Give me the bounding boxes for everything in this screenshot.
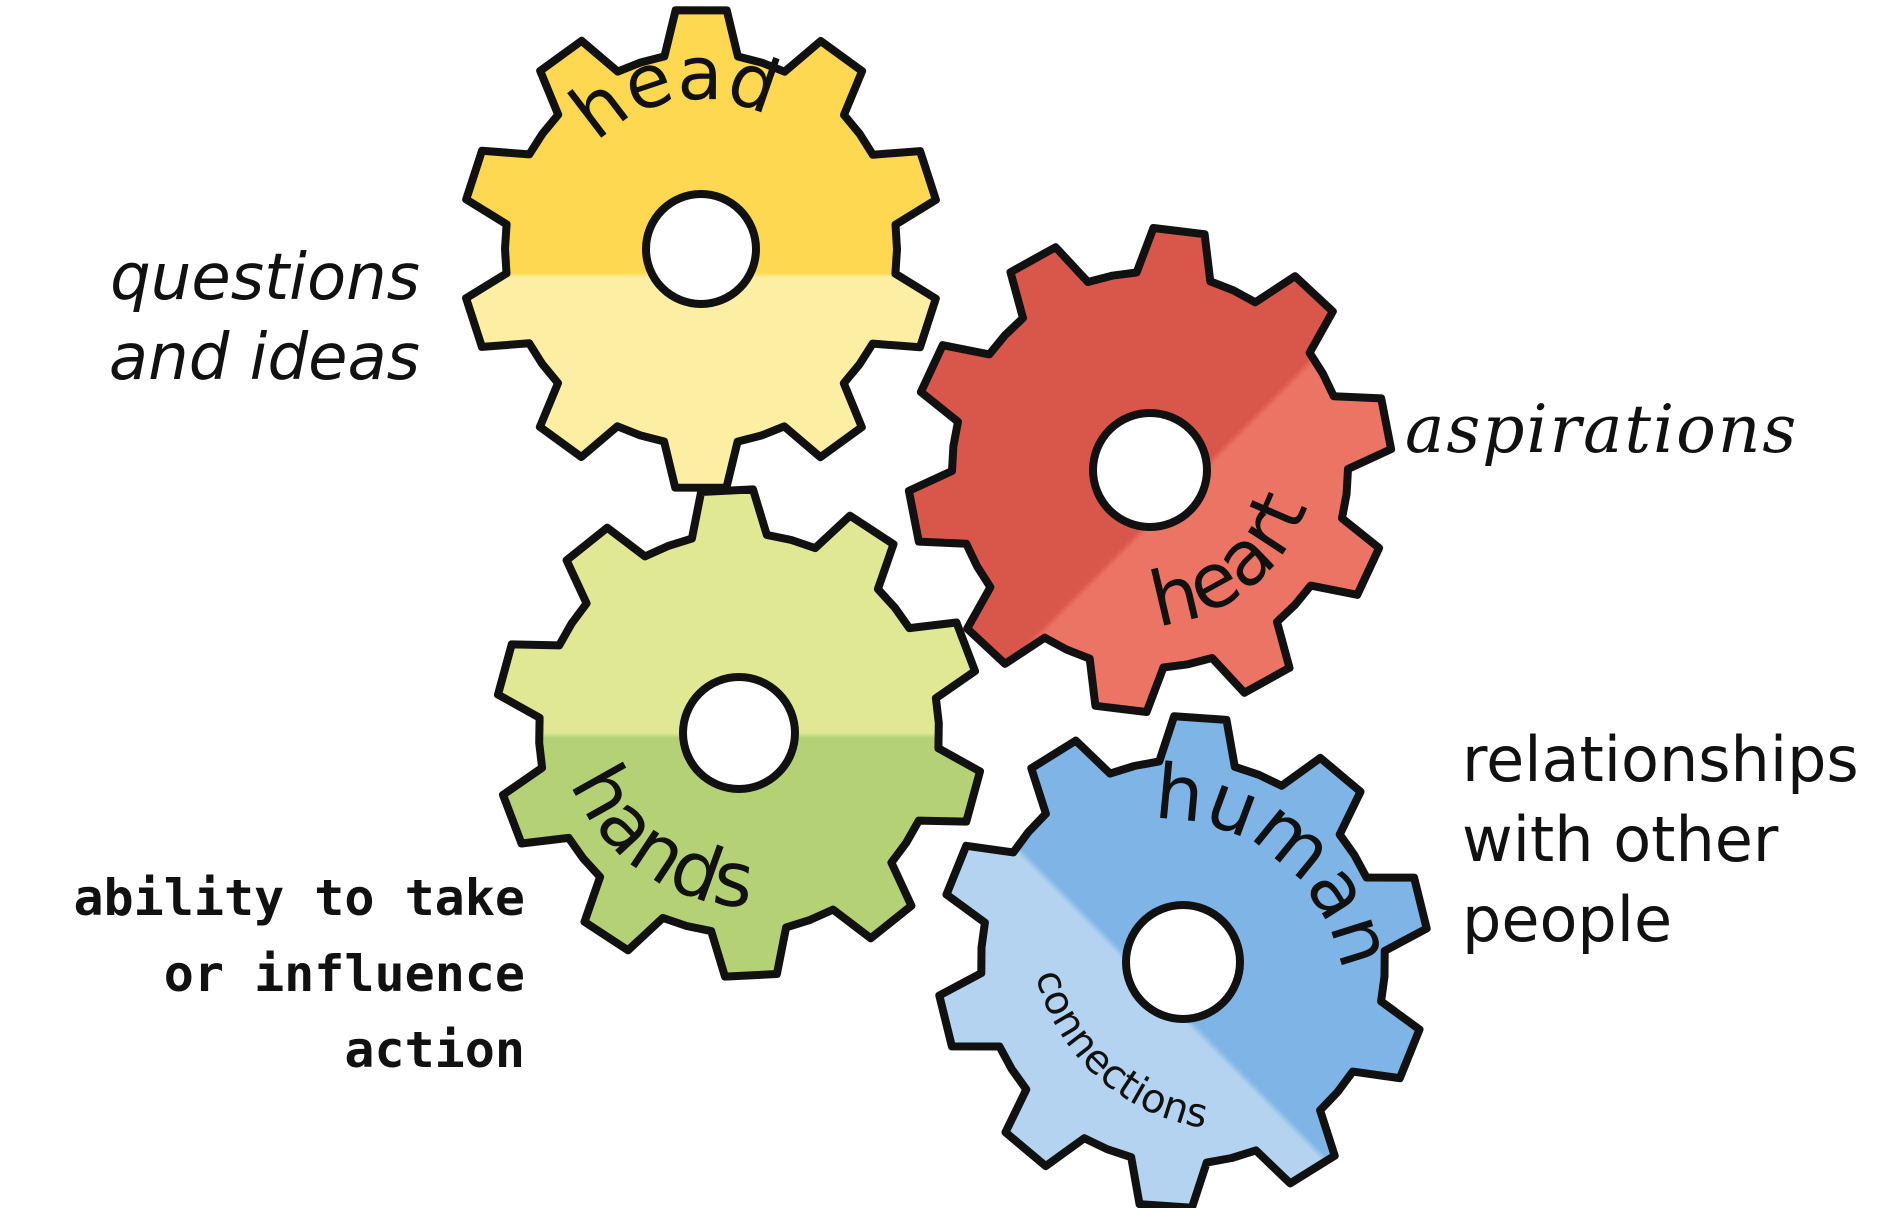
caption-human-line-1: relationships xyxy=(1462,723,1859,796)
gear-head-hole xyxy=(642,190,760,308)
caption-hands-line-3: action xyxy=(344,1021,525,1079)
gear-human: human connections xyxy=(935,712,1431,1212)
gear-hands-hole xyxy=(679,673,799,793)
gear-human-hole xyxy=(1122,901,1244,1023)
gear-heart-hole xyxy=(1089,409,1211,531)
caption-hands: ability to take or influence action xyxy=(40,860,525,1088)
gear-hands: hands xyxy=(494,485,984,981)
caption-human: relationships with other people xyxy=(1462,720,1892,960)
gear-heart: heart xyxy=(904,224,1396,716)
caption-hands-line-2: or influence xyxy=(163,945,525,1003)
gear-head: head xyxy=(462,6,940,492)
caption-heart-line-1: aspirations xyxy=(1405,391,1799,468)
caption-human-line-2: with other xyxy=(1462,803,1779,876)
caption-hands-line-1: ability to take xyxy=(73,869,525,927)
caption-heart: aspirations xyxy=(1405,390,1875,470)
caption-head-line-1: questions xyxy=(110,241,420,315)
caption-head: questions and ideas xyxy=(60,238,420,398)
caption-head-line-2: and ideas xyxy=(108,321,420,395)
caption-human-line-3: people xyxy=(1462,883,1673,956)
